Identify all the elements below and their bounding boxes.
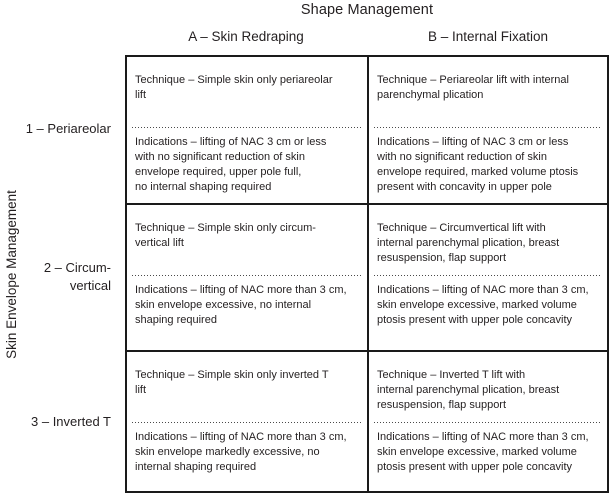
cell-2b: Technique – Circumvertical lift with int…: [367, 203, 607, 350]
dotted-divider: [132, 275, 361, 276]
cell-1a: Technique – Simple skin only periareolar…: [127, 57, 367, 203]
cell-2a: Technique – Simple skin only circum- ver…: [127, 203, 367, 350]
row-label-inverted-t: 3 – Inverted T: [31, 413, 111, 429]
cell-3a-indications: Indications – lifting of NAC more than 3…: [135, 431, 347, 473]
cell-3b-technique: Technique – Inverted T lift with interna…: [377, 369, 560, 411]
cell-1b-technique: Technique – Periareolar lift with intern…: [377, 74, 569, 101]
cell-2a-indications: Indications – lifting of NAC more than 3…: [135, 284, 347, 326]
row-label-circumvertical: 2 – Circum- vertical: [43, 259, 111, 293]
column-header-b: B – Internal Fixation: [427, 29, 549, 44]
cell-2b-technique: Technique – Circumvertical lift with int…: [377, 222, 560, 264]
dotted-divider: [374, 422, 601, 423]
cell-3b: Technique – Inverted T lift with interna…: [367, 350, 607, 491]
dotted-divider: [132, 127, 361, 128]
row-label-periareolar: 1 – Periareolar: [25, 121, 111, 136]
dotted-divider: [374, 127, 601, 128]
column-header-a: A – Skin Redraping: [188, 29, 304, 44]
cell-3a-technique: Technique – Simple skin only inverted T …: [135, 369, 329, 396]
cell-1a-indications: Indications – lifting of NAC 3 cm or les…: [135, 136, 327, 193]
row-labels: 1 – Periareolar 2 – Circum- vertical 3 –…: [0, 55, 111, 493]
cell-3b-indications: Indications – lifting of NAC more than 3…: [377, 431, 589, 473]
figure-title: Shape Management: [300, 2, 434, 18]
matrix-table: Technique – Simple skin only periareolar…: [125, 55, 609, 493]
cell-2b-indications: Indications – lifting of NAC more than 3…: [377, 284, 589, 326]
dotted-divider: [374, 275, 601, 276]
cell-1b: Technique – Periareolar lift with intern…: [367, 57, 607, 203]
cell-2a-technique: Technique – Simple skin only circum- ver…: [135, 222, 316, 249]
column-headers: A – Skin Redraping B – Internal Fixation: [125, 29, 609, 44]
cell-3a: Technique – Simple skin only inverted T …: [127, 350, 367, 491]
cell-1a-technique: Technique – Simple skin only periareolar…: [135, 74, 333, 101]
cell-1b-indications: Indications – lifting of NAC 3 cm or les…: [377, 136, 579, 193]
dotted-divider: [132, 422, 361, 423]
